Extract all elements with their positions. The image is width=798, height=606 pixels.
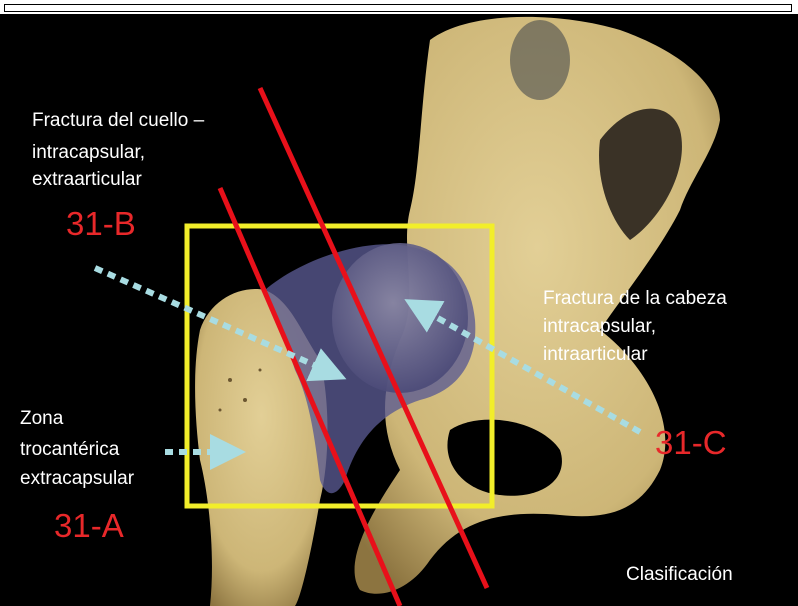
neck-code: 31-B [66, 206, 136, 242]
head-label-line2: intracapsular, [543, 314, 656, 340]
neck-label-line2: intracapsular, [32, 140, 145, 166]
slide-caption: Clasificación [626, 564, 733, 586]
neck-label-line3: extraarticular [32, 167, 142, 193]
troch-label-line2: trocantérica [20, 437, 119, 463]
troch-label-line3: extracapsular [20, 466, 134, 492]
troch-label-line1: Zona [20, 406, 63, 432]
head-label-line3: intraarticular [543, 342, 648, 368]
head-label-line1: Fractura de la cabeza [543, 286, 727, 312]
head-code: 31-C [655, 425, 727, 461]
neck-label-line1: Fractura del cuello – [32, 108, 204, 134]
femoral-head [332, 243, 468, 393]
iliac-dark-spot [510, 20, 570, 100]
troch-code: 31-A [54, 508, 124, 544]
